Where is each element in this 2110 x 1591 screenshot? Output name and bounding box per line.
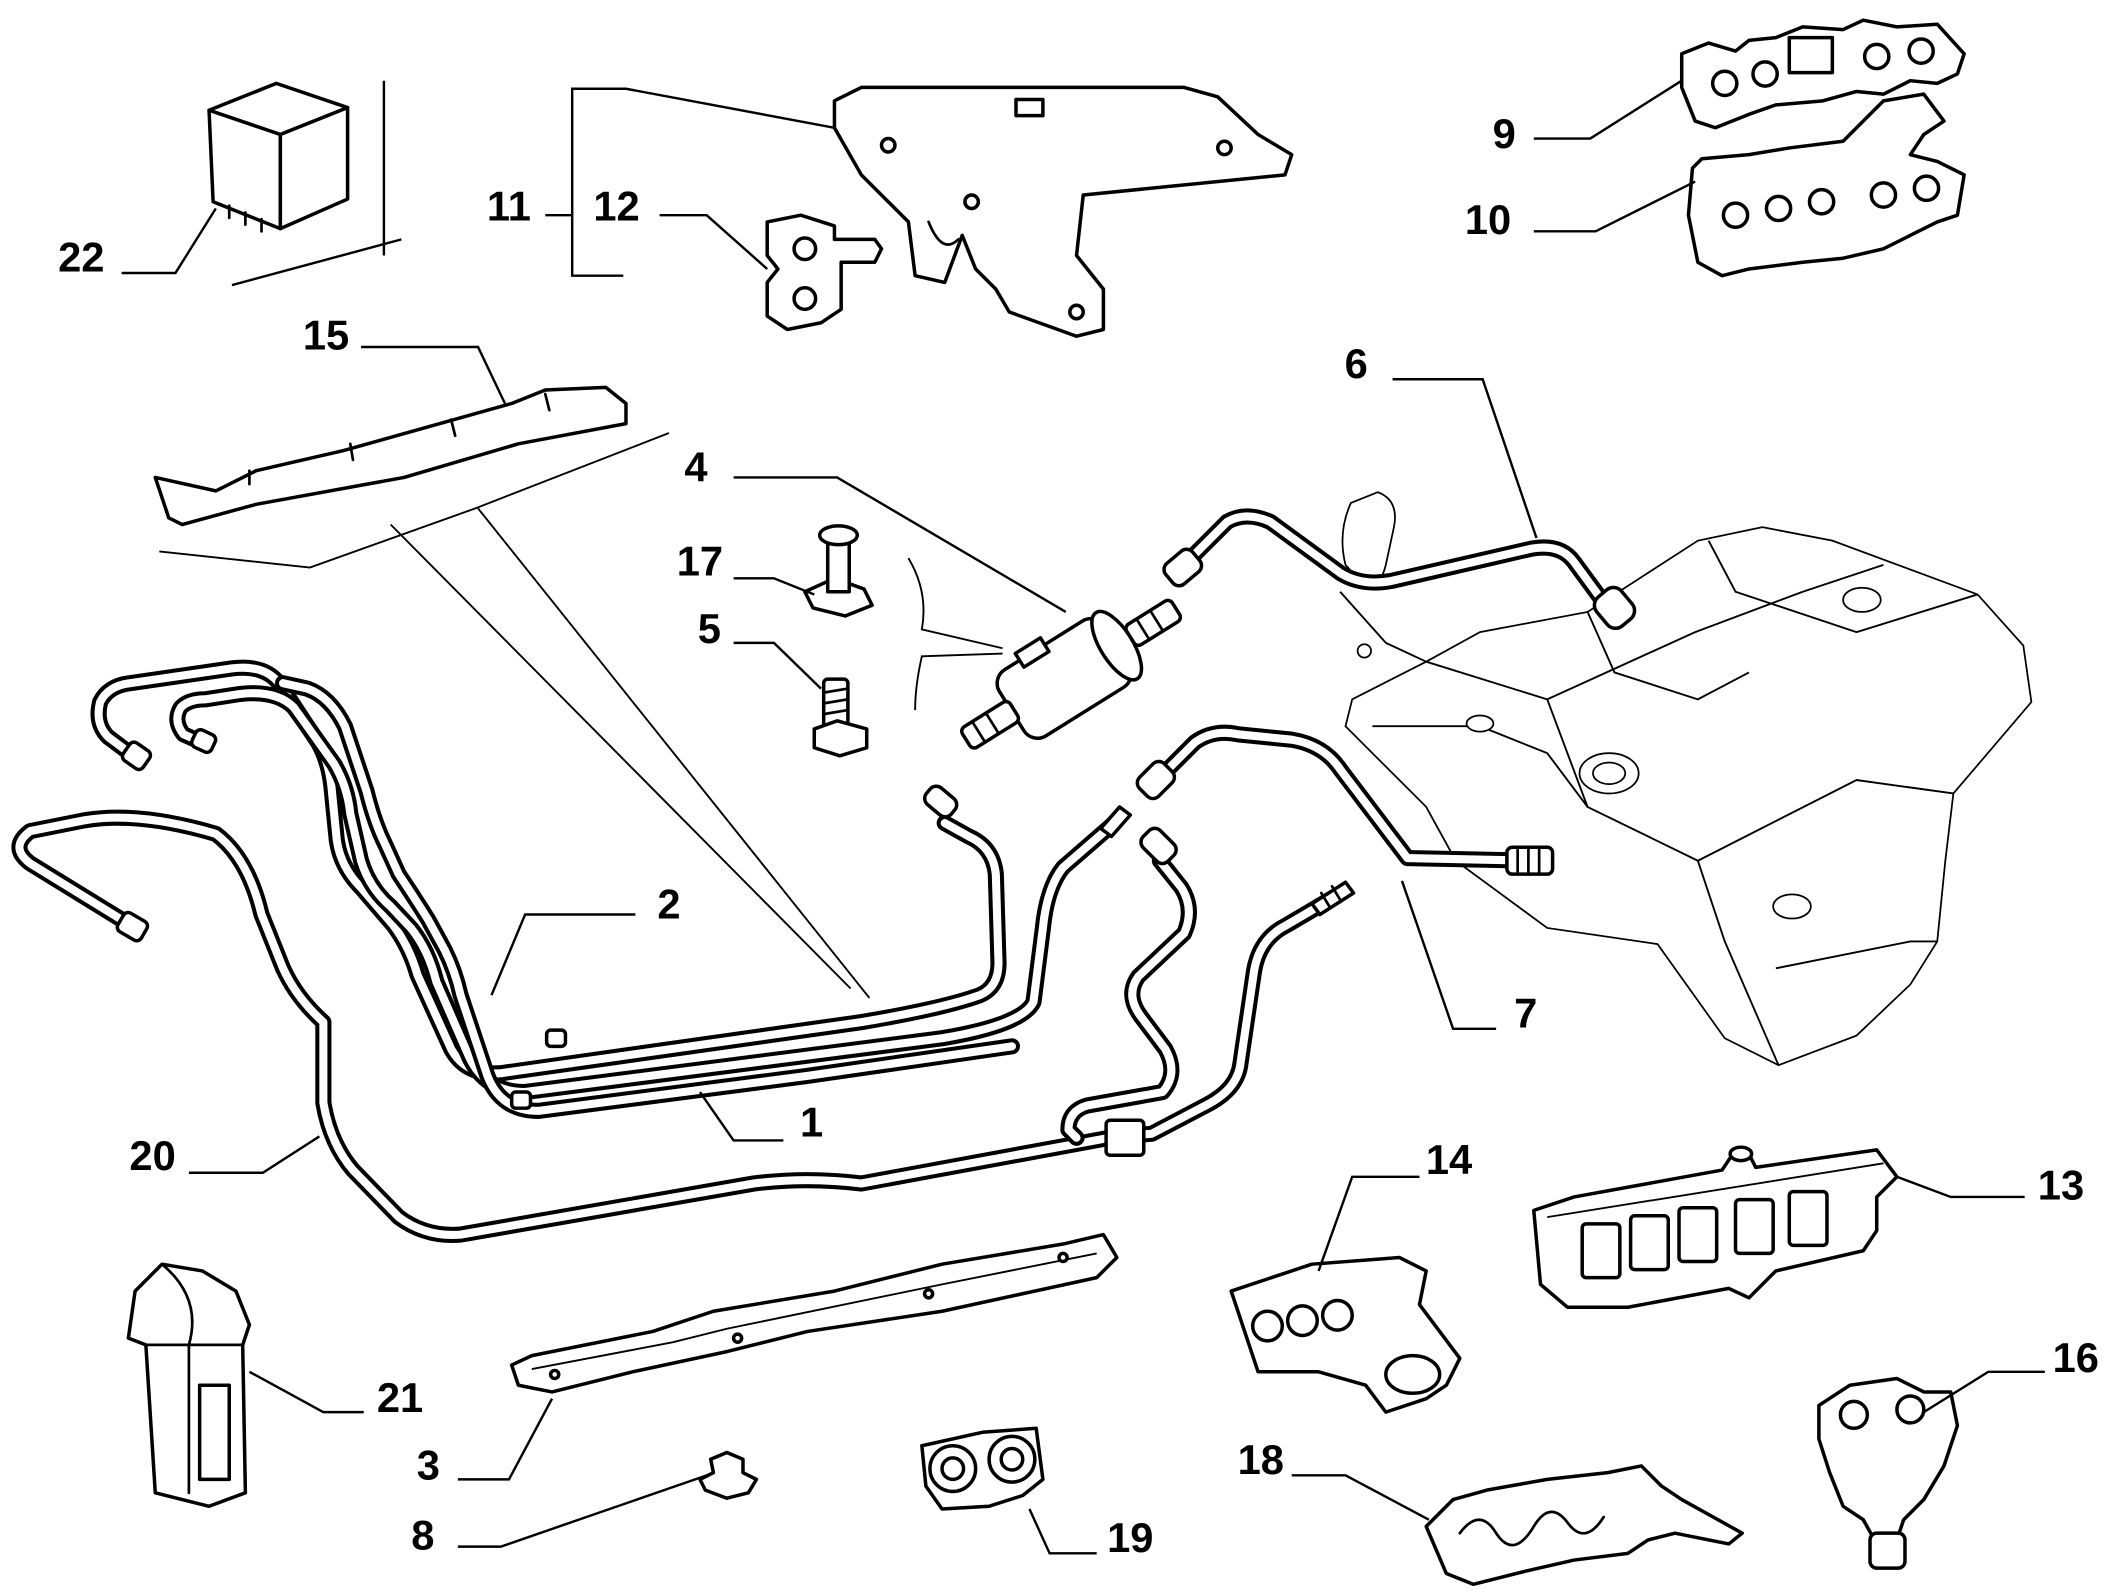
leader-2 (490, 913, 636, 996)
fuel-pipe-long (11, 809, 1356, 1243)
leader-11-bracket (570, 87, 835, 277)
fuel-tank (1339, 491, 2033, 1067)
leader-20 (188, 1135, 321, 1174)
single-pipe-clip (126, 1262, 252, 1509)
triple-pipe-clip (1229, 1255, 1462, 1414)
fuel-filter (907, 557, 1183, 750)
callout-5: 5 (698, 605, 721, 652)
leader-lines (121, 79, 2045, 1555)
leader-1 (698, 1091, 784, 1142)
pipe-support-rail-upper (153, 385, 871, 999)
callout-14: 14 (1426, 1136, 1472, 1183)
leader-13 (1896, 1175, 2025, 1199)
multi-pipe-clip-lower (1686, 92, 1966, 278)
callout-3: 3 (417, 1441, 440, 1488)
leader-3 (457, 1398, 554, 1481)
callout-9: 9 (1493, 110, 1516, 157)
multi-pipe-clip-upper (1679, 18, 1966, 130)
leader-17 (733, 577, 815, 596)
callout-7: 7 (1514, 989, 1537, 1036)
callout-11: 11 (487, 183, 531, 230)
callout-labels: 1 2 3 4 5 6 7 8 9 10 11 12 13 14 15 16 1… (58, 110, 2099, 1561)
callout-17: 17 (677, 538, 723, 585)
callout-16: 16 (2053, 1334, 2099, 1381)
leader-12 (659, 213, 768, 270)
callout-8: 8 (411, 1511, 434, 1558)
triple-pipe-clip-angled (1424, 1464, 1744, 1587)
leader-7 (1400, 880, 1497, 1031)
leader-21 (248, 1370, 364, 1414)
callout-15: 15 (303, 312, 349, 359)
leader-16 (1923, 1370, 2045, 1414)
push-in-clip (1817, 1376, 1960, 1570)
callout-18: 18 (1238, 1436, 1284, 1483)
callout-2: 2 (657, 881, 680, 928)
leader-6 (1392, 378, 1538, 539)
leader-5 (733, 641, 822, 690)
relay (207, 80, 402, 287)
leader-15 (361, 345, 507, 404)
leader-9 (1533, 79, 1683, 140)
fuel-pipe-set (90, 659, 1133, 1119)
leader-8 (457, 1472, 712, 1548)
callout-21: 21 (377, 1374, 423, 1421)
leader-22 (121, 207, 217, 275)
bolt (812, 677, 869, 758)
callout-20: 20 (129, 1132, 175, 1179)
callout-1: 1 (800, 1098, 823, 1145)
callout-4: 4 (684, 443, 707, 490)
leader-4 (733, 476, 1067, 613)
callout-10: 10 (1465, 196, 1511, 243)
leader-10 (1533, 180, 1696, 233)
hose-clip-small (765, 213, 884, 332)
multi-pipe-clip-long (1532, 1145, 1899, 1309)
fuel-pipe-tank-feed (1162, 508, 1637, 631)
leader-14 (1317, 1175, 1420, 1272)
leader-19 (1028, 1508, 1097, 1555)
leader-18 (1291, 1474, 1430, 1521)
callout-22: 22 (58, 234, 104, 281)
callout-12: 12 (593, 183, 639, 230)
double-hose-clip (920, 1426, 1045, 1511)
callout-13: 13 (2038, 1162, 2084, 1209)
callout-19: 19 (1107, 1514, 1153, 1561)
callout-6: 6 (1345, 340, 1368, 387)
pipe-support-rail-lower (509, 1232, 1119, 1394)
mounting-bracket (832, 85, 1294, 338)
fuel-pipe-return (1135, 724, 1555, 876)
bolt-with-washer (803, 524, 874, 618)
